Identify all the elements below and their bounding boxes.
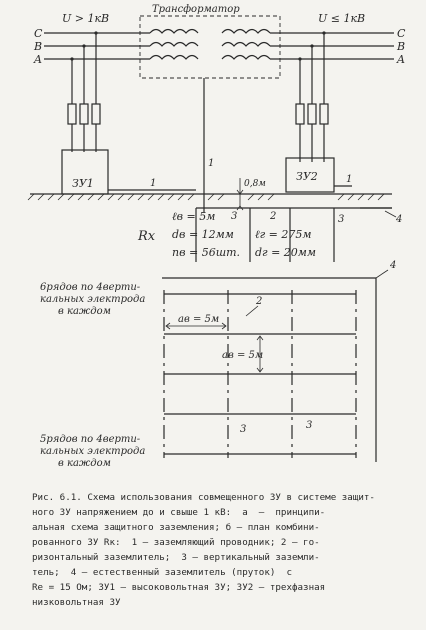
plan-vertical-lines	[163, 290, 357, 458]
rows-bottom-line1: 5рядов по 4верти-	[40, 434, 141, 445]
secondary-winding	[221, 28, 271, 60]
phase-c-left-label: C	[34, 27, 43, 40]
callout-1-c: 1	[346, 174, 352, 185]
plan-horizontal-electrodes	[164, 293, 356, 455]
hv-voltage-label: U > 1кВ	[62, 12, 109, 25]
ground-hatching	[27, 193, 385, 201]
callout-1-a: 1	[150, 178, 156, 189]
phase-a-right-label: A	[396, 53, 405, 66]
callout-4-b: 4	[389, 260, 396, 271]
device-lv-box	[285, 157, 335, 193]
device-lv-label: ЗУ2	[296, 170, 318, 183]
phase-b-left-label: B	[33, 40, 42, 53]
device-hv-label: ЗУ1	[72, 177, 94, 190]
vertical-count: nв = 56шт.	[172, 246, 240, 259]
callout-2-a: 2	[269, 211, 276, 222]
phase-a-left-label: A	[33, 53, 42, 66]
primary-winding	[149, 28, 199, 60]
transformer-enclosure	[139, 15, 281, 79]
rows-top-line1: 6рядов по 4верти-	[40, 282, 141, 293]
callout-3-d: 3	[306, 420, 312, 431]
callout-3-b: 3	[338, 214, 344, 225]
rows-top-line2: кальных электрода	[40, 294, 145, 305]
vertical-length: ℓв = 5м	[172, 210, 215, 223]
hv-phase-lines	[44, 32, 150, 60]
hv-fuses	[67, 31, 101, 152]
rows-top-line3: в каждом	[58, 306, 111, 317]
phase-c-right-label: C	[397, 27, 406, 40]
callout-2-b: 2	[255, 296, 262, 307]
phase-b-right-label: B	[396, 40, 405, 53]
rows-bottom-line3: в каждом	[58, 458, 111, 469]
callout-3-a: 3	[231, 211, 237, 222]
depth-label: 0,8м	[244, 179, 266, 189]
spacing-label-h: aв = 5м	[178, 314, 219, 325]
vertical-diameter: dв = 12мм	[172, 228, 234, 241]
callout-4-a: 4	[395, 214, 402, 225]
callout-1-b: 1	[208, 158, 214, 169]
lv-phase-lines	[270, 32, 394, 60]
lv-fuses	[295, 31, 329, 162]
figure-caption: Рис. 6.1. Схема использования совмещенно…	[32, 492, 375, 608]
grounding-diagram: C B A C B A U > 1кВ U ≤ 1кВ Трансформато…	[27, 4, 406, 469]
rows-bottom-line2: кальных электрода	[40, 446, 145, 457]
callout-3-c: 3	[240, 424, 246, 435]
spacing-label-v: aв = 5м	[222, 350, 263, 361]
horizontal-diameter: dг = 20мм	[255, 246, 316, 259]
rx-label: Rx	[137, 229, 156, 244]
horizontal-length: ℓг = 275м	[255, 228, 311, 241]
transformer-label: Трансформатор	[152, 4, 240, 15]
lv-voltage-label: U ≤ 1кВ	[318, 12, 365, 25]
